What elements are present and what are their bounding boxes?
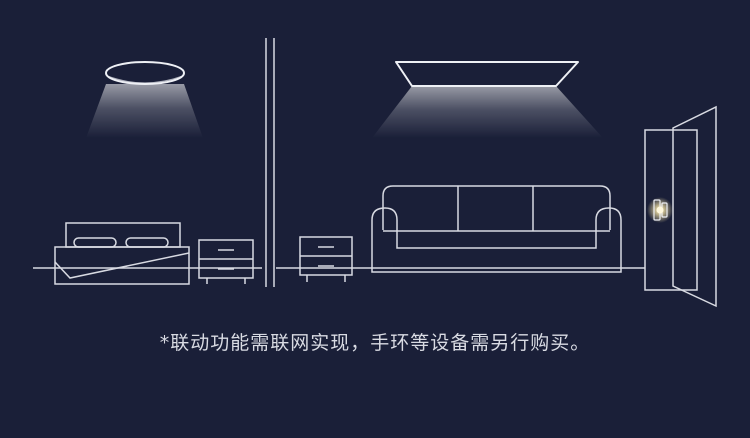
door-sensor-icon	[647, 197, 673, 223]
door-icon	[644, 105, 717, 308]
nightstand-icon	[299, 236, 353, 282]
square-ceiling-lamp-icon	[372, 61, 603, 138]
wall-divider	[265, 38, 275, 287]
round-ceiling-lamp-icon	[86, 61, 203, 138]
feature-disclaimer: *联动功能需联网实现，手环等设备需另行购买。	[159, 332, 591, 354]
sofa-icon	[371, 185, 622, 273]
bed-icon	[54, 222, 190, 285]
nightstand-icon	[198, 239, 254, 284]
